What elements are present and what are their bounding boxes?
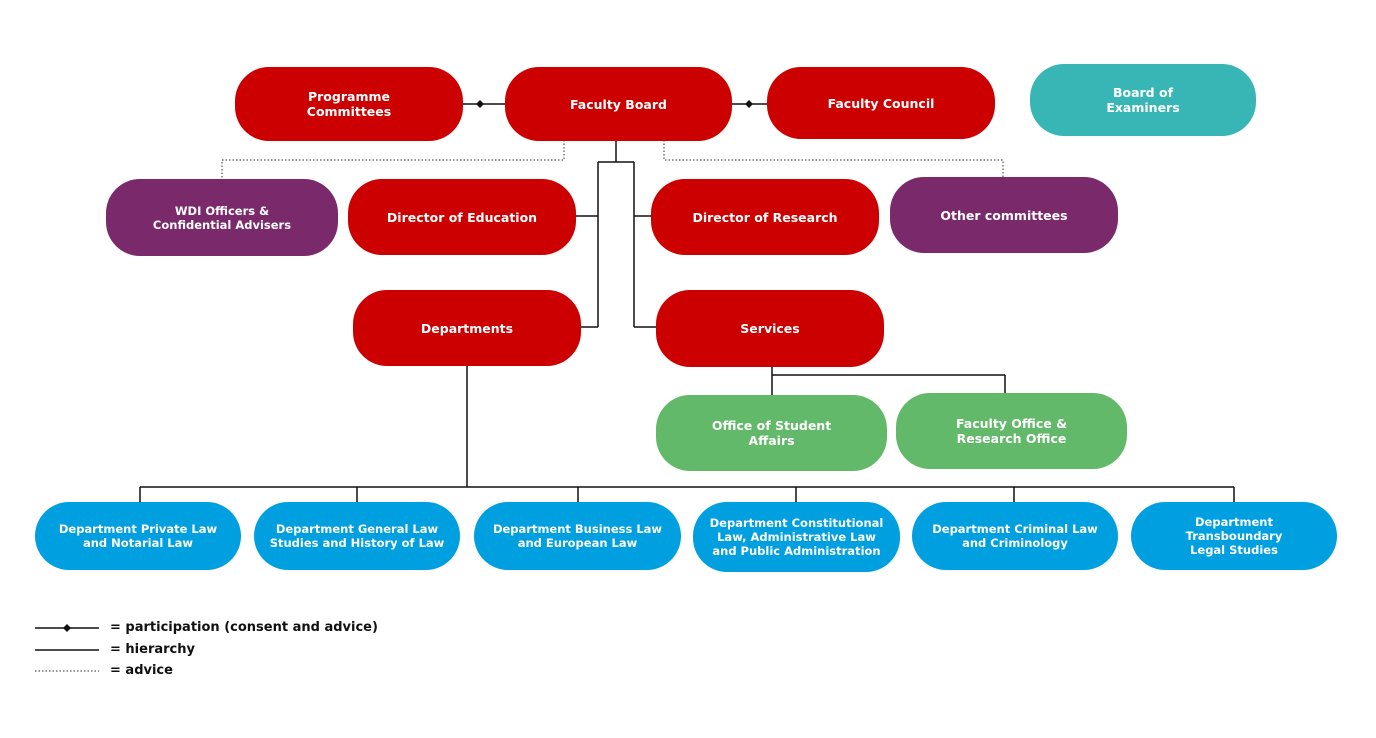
node-dept-private-law: Department Private Law and Notarial Law (35, 502, 241, 570)
node-programme-committees: Programme Committees (235, 67, 463, 141)
node-services: Services (656, 290, 884, 367)
legend-advice-label: = advice (110, 663, 173, 678)
node-faculty-office: Faculty Office & Research Office (896, 393, 1127, 469)
legend-hierarchy-label: = hierarchy (110, 642, 195, 657)
node-wdi-officers: WDI Officers & Confidential Advisers (106, 179, 338, 256)
legend-participation-label: = participation (consent and advice) (110, 620, 378, 635)
node-director-education: Director of Education (348, 179, 576, 255)
participation-diamond-council (745, 100, 753, 108)
node-dept-transboundary: Department Transboundary Legal Studies (1131, 502, 1337, 570)
advice-line-other (663, 140, 1004, 177)
node-board-of-examiners: Board of Examiners (1030, 64, 1256, 136)
node-office-student-affairs: Office of Student Affairs (656, 395, 887, 471)
node-dept-business-law: Department Business Law and European Law (474, 502, 681, 570)
node-departments: Departments (353, 290, 581, 366)
node-dept-general-law: Department General Law Studies and Histo… (254, 502, 460, 570)
node-faculty-board: Faculty Board (505, 67, 732, 141)
node-faculty-council: Faculty Council (767, 67, 995, 139)
node-dept-criminal-law: Department Criminal Law and Criminology (912, 502, 1118, 570)
legend-participation-diamond (63, 624, 71, 632)
node-director-research: Director of Research (651, 179, 879, 255)
advice-line-wdi (221, 140, 565, 180)
participation-diamond-programme (476, 100, 484, 108)
node-dept-constitutional: Department Constitutional Law, Administr… (693, 502, 900, 572)
hierarchy-lines (139, 140, 1235, 503)
node-other-committees: Other committees (890, 177, 1118, 253)
